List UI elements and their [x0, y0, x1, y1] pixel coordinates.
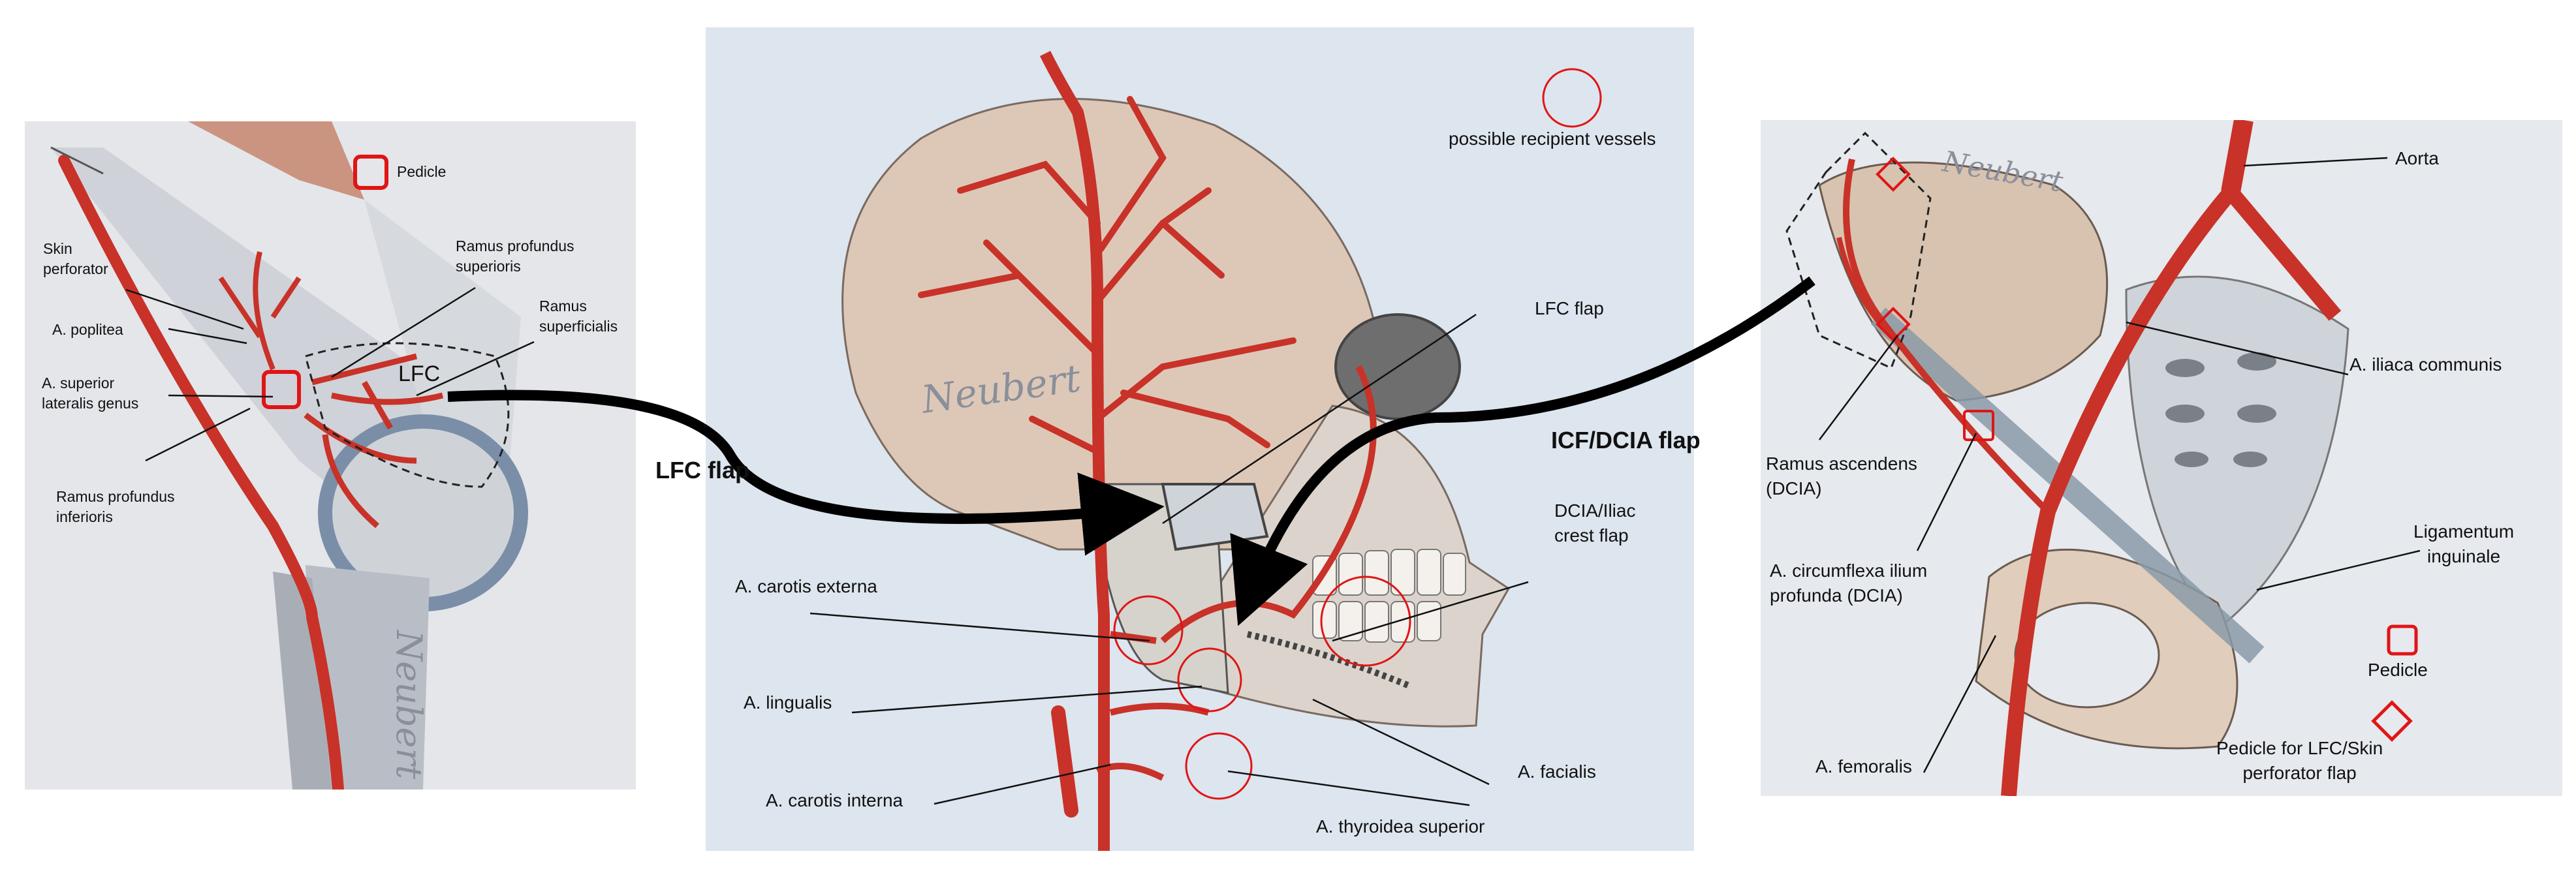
- legend-recipient-circle: [1542, 68, 1602, 128]
- label-a-thyroidea-superior: A. thyroidea superior: [1316, 816, 1485, 836]
- legend-recipient-label: possible recipient vessels: [1449, 129, 1656, 149]
- icf-dcia-flap-arrow: [1230, 276, 1815, 626]
- label-a-poplitea: A. poplitea: [52, 321, 123, 338]
- label-ligamentum-inguinale: Ligamentum inguinale: [2413, 521, 2515, 566]
- legend-pedicle-lfc-skin-label: Pedicle for LFC/Skin perforator flap: [2216, 738, 2383, 783]
- label-lfc: LFC: [398, 361, 441, 386]
- label-a-lingualis: A. lingualis: [744, 692, 832, 713]
- label-ramus-superficialis: Ramus superficialis: [539, 298, 618, 335]
- label-a-circumflexa-ilium-profunda: A. circumflexa ilium profunda (DCIA): [1770, 560, 1928, 606]
- label-ramus-ascendens: Ramus ascendens (DCIA): [1766, 453, 1917, 499]
- legend-pedicle-square: [353, 155, 388, 190]
- label-a-facialis: A. facialis: [1518, 761, 1596, 782]
- arrow-label-lfc-flap: LFC flap: [655, 457, 749, 483]
- label-a-carotis-interna: A. carotis interna: [766, 790, 903, 810]
- pedicle-marker: [262, 370, 301, 409]
- lfc-flap-arrow: [447, 390, 1165, 556]
- skull-panel: possible recipient vessels LFC flap DCIA…: [706, 27, 1694, 851]
- label-ramus-profundus-superioris: Ramus profundus superioris: [456, 238, 574, 275]
- label-lfc-flap: LFC flap: [1535, 298, 1604, 318]
- label-a-iliaca-communis: A. iliaca communis: [2349, 354, 2502, 375]
- label-dcia-iliac-crest-flap: DCIA/Iliac crest flap: [1554, 500, 1636, 545]
- legend-pedicle-square: [2387, 624, 2418, 656]
- label-a-superior-lateralis-genus: A. superior lateralis genus: [42, 375, 139, 412]
- arrow-label-icf-dcia-flap: ICF/DCIA flap: [1551, 427, 1701, 453]
- legend-pedicle-label: Pedicle: [397, 163, 447, 180]
- knee-panel: Pedicle Skin perforator A. poplitea A. s…: [25, 121, 636, 790]
- label-skin-perforator: Skin perforator: [43, 240, 108, 277]
- label-aorta: Aorta: [2395, 148, 2439, 168]
- label-ramus-profundus-inferioris: Ramus profundus inferioris: [56, 488, 175, 525]
- pelvis-drawing: [1785, 120, 2421, 796]
- label-a-carotis-externa: A. carotis externa: [735, 576, 877, 596]
- label-a-femoralis: A. femoralis: [1815, 756, 1912, 776]
- knee-drawing: [50, 121, 535, 790]
- pelvis-panel: Aorta A. iliaca communis Ramus ascendens…: [1761, 120, 2562, 796]
- legend-pedicle-diamond: [2371, 700, 2413, 742]
- legend-pedicle-label: Pedicle: [2368, 660, 2428, 680]
